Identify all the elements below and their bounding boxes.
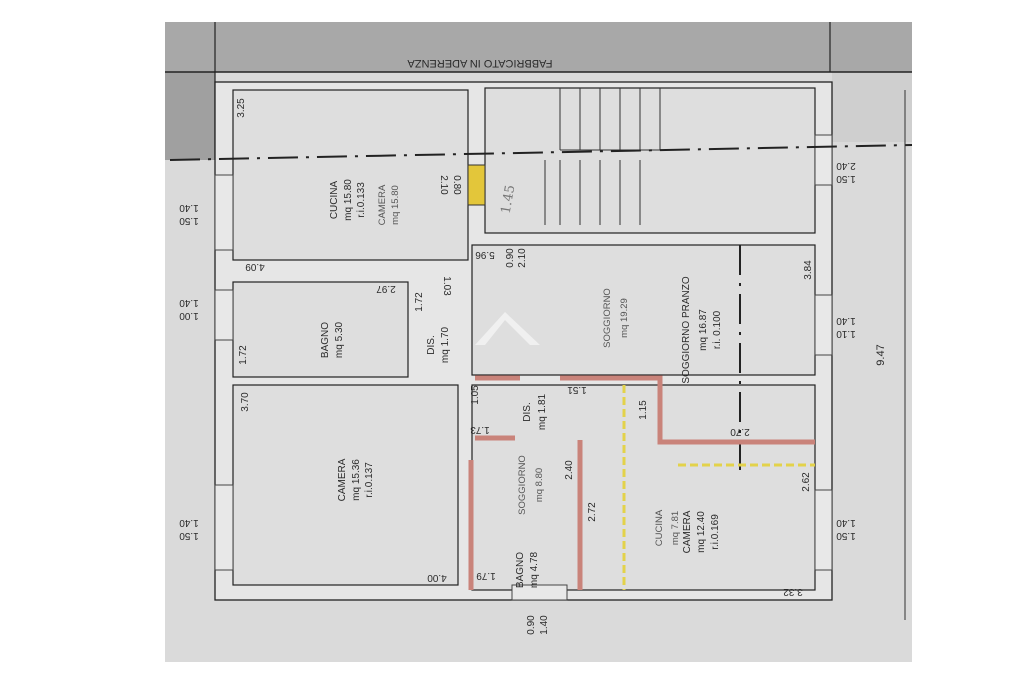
dimension: 2.10	[517, 248, 528, 268]
room-name: DIS.	[426, 335, 437, 354]
room-name: CAMERA	[337, 458, 348, 501]
dimension-labels: 3.25 4.09 2.97 1.72 1.03 0.80 2.10 1.45 …	[179, 98, 887, 635]
room-area: mq 12.40	[696, 511, 707, 553]
room-area: mq 15.80	[343, 179, 354, 221]
dimension: 1.51	[567, 384, 587, 395]
window-dimension: 1.50	[836, 530, 856, 541]
room-new-area: mq 7.81	[670, 511, 681, 545]
dimension: 4.00	[427, 572, 447, 583]
dimension: 1.05	[470, 385, 481, 405]
window-dimension: 1.50	[179, 530, 199, 541]
dimension: 5.96	[475, 249, 495, 260]
right-shade	[832, 72, 912, 142]
room-ratio: r.i.0.137	[364, 462, 375, 498]
window-dimension: 1.40	[836, 517, 856, 528]
room-area: mq 1.81	[537, 393, 548, 430]
room-new-name: SOGGIORNO	[517, 455, 528, 515]
left-shade	[165, 72, 215, 160]
rooms	[232, 87, 816, 591]
window-dimension: 1.40	[179, 517, 199, 528]
staircase	[544, 88, 665, 225]
dimension: 3.84	[803, 260, 814, 280]
dimension: 2.40	[564, 460, 575, 480]
room-area: mq 15.36	[351, 459, 362, 501]
room-ratio: r.i. 0.100	[712, 310, 723, 349]
room-new-name: SOGGIORNO	[602, 288, 613, 348]
window-dimension: 1.10	[836, 328, 856, 339]
dimension: 1.73	[470, 424, 490, 435]
room-area: mq 5.30	[334, 321, 345, 358]
window-dimension: 1.40	[179, 297, 199, 308]
room-area: mq 16.87	[698, 309, 709, 351]
dimension: 1.79	[476, 570, 496, 581]
window-dimension: 1.50	[179, 215, 199, 226]
window-dimension: 1.00	[179, 310, 199, 321]
room-name: CUCINA	[329, 181, 340, 220]
window-dimension: 1.40	[179, 202, 199, 213]
dimension: 9.47	[875, 344, 887, 365]
new-walls	[468, 375, 815, 590]
room-ratio: r.i.0.169	[710, 514, 721, 550]
dimension: 2.10	[438, 175, 449, 195]
window-dimension: 2.40	[836, 160, 856, 171]
handwritten-dimension: 1.45	[499, 184, 519, 215]
dimension: 3.70	[240, 392, 251, 412]
dimension: 1.15	[638, 400, 649, 420]
dimension: 1.72	[414, 292, 425, 312]
room-name: DIS.	[522, 402, 533, 421]
dimension: 0.90	[526, 615, 537, 635]
room-name: SOGGIORNO PRANZO	[681, 276, 692, 383]
dimension: 0.90	[505, 248, 516, 268]
room-name: BAGNO	[515, 552, 526, 588]
dimension: 2.97	[376, 283, 396, 294]
room-new-area: mq 8.80	[534, 468, 545, 502]
neighbor-building-shade	[165, 22, 912, 72]
dimension: 3.32	[783, 586, 803, 597]
room-new-area: mq 19.29	[619, 298, 630, 338]
dimension: 0.80	[451, 175, 462, 195]
room-new-area: mq 15.80	[390, 185, 401, 225]
neighbor-label: FABBRICATO IN ADERENZA	[407, 57, 553, 69]
room-new-name: CAMERA	[377, 184, 388, 225]
window-dimension: 1.40	[836, 315, 856, 326]
dimension: 1.03	[441, 276, 452, 296]
dimension: 2.72	[587, 502, 598, 522]
windows	[214, 134, 833, 601]
demolished-walls	[622, 385, 815, 590]
room-ratio: r.i.0.133	[356, 182, 367, 218]
demolished-opening	[467, 164, 486, 206]
dimension: 1.40	[539, 615, 550, 635]
window-dimension: 1.50	[836, 173, 856, 184]
section-line	[169, 144, 913, 161]
room-area: mq 1.70	[440, 326, 451, 363]
dimension: 1.72	[238, 345, 249, 365]
dimension: 4.09	[245, 261, 265, 272]
room-area: mq 4.78	[529, 551, 540, 588]
room-new-name: CUCINA	[654, 509, 665, 546]
room-name: BAGNO	[320, 322, 331, 358]
dimension: 2.70	[730, 426, 750, 437]
dimension: 2.62	[801, 472, 812, 492]
watermark-logo	[475, 312, 540, 345]
room-name: CAMERA	[682, 510, 693, 553]
dimension: 3.25	[236, 98, 247, 118]
